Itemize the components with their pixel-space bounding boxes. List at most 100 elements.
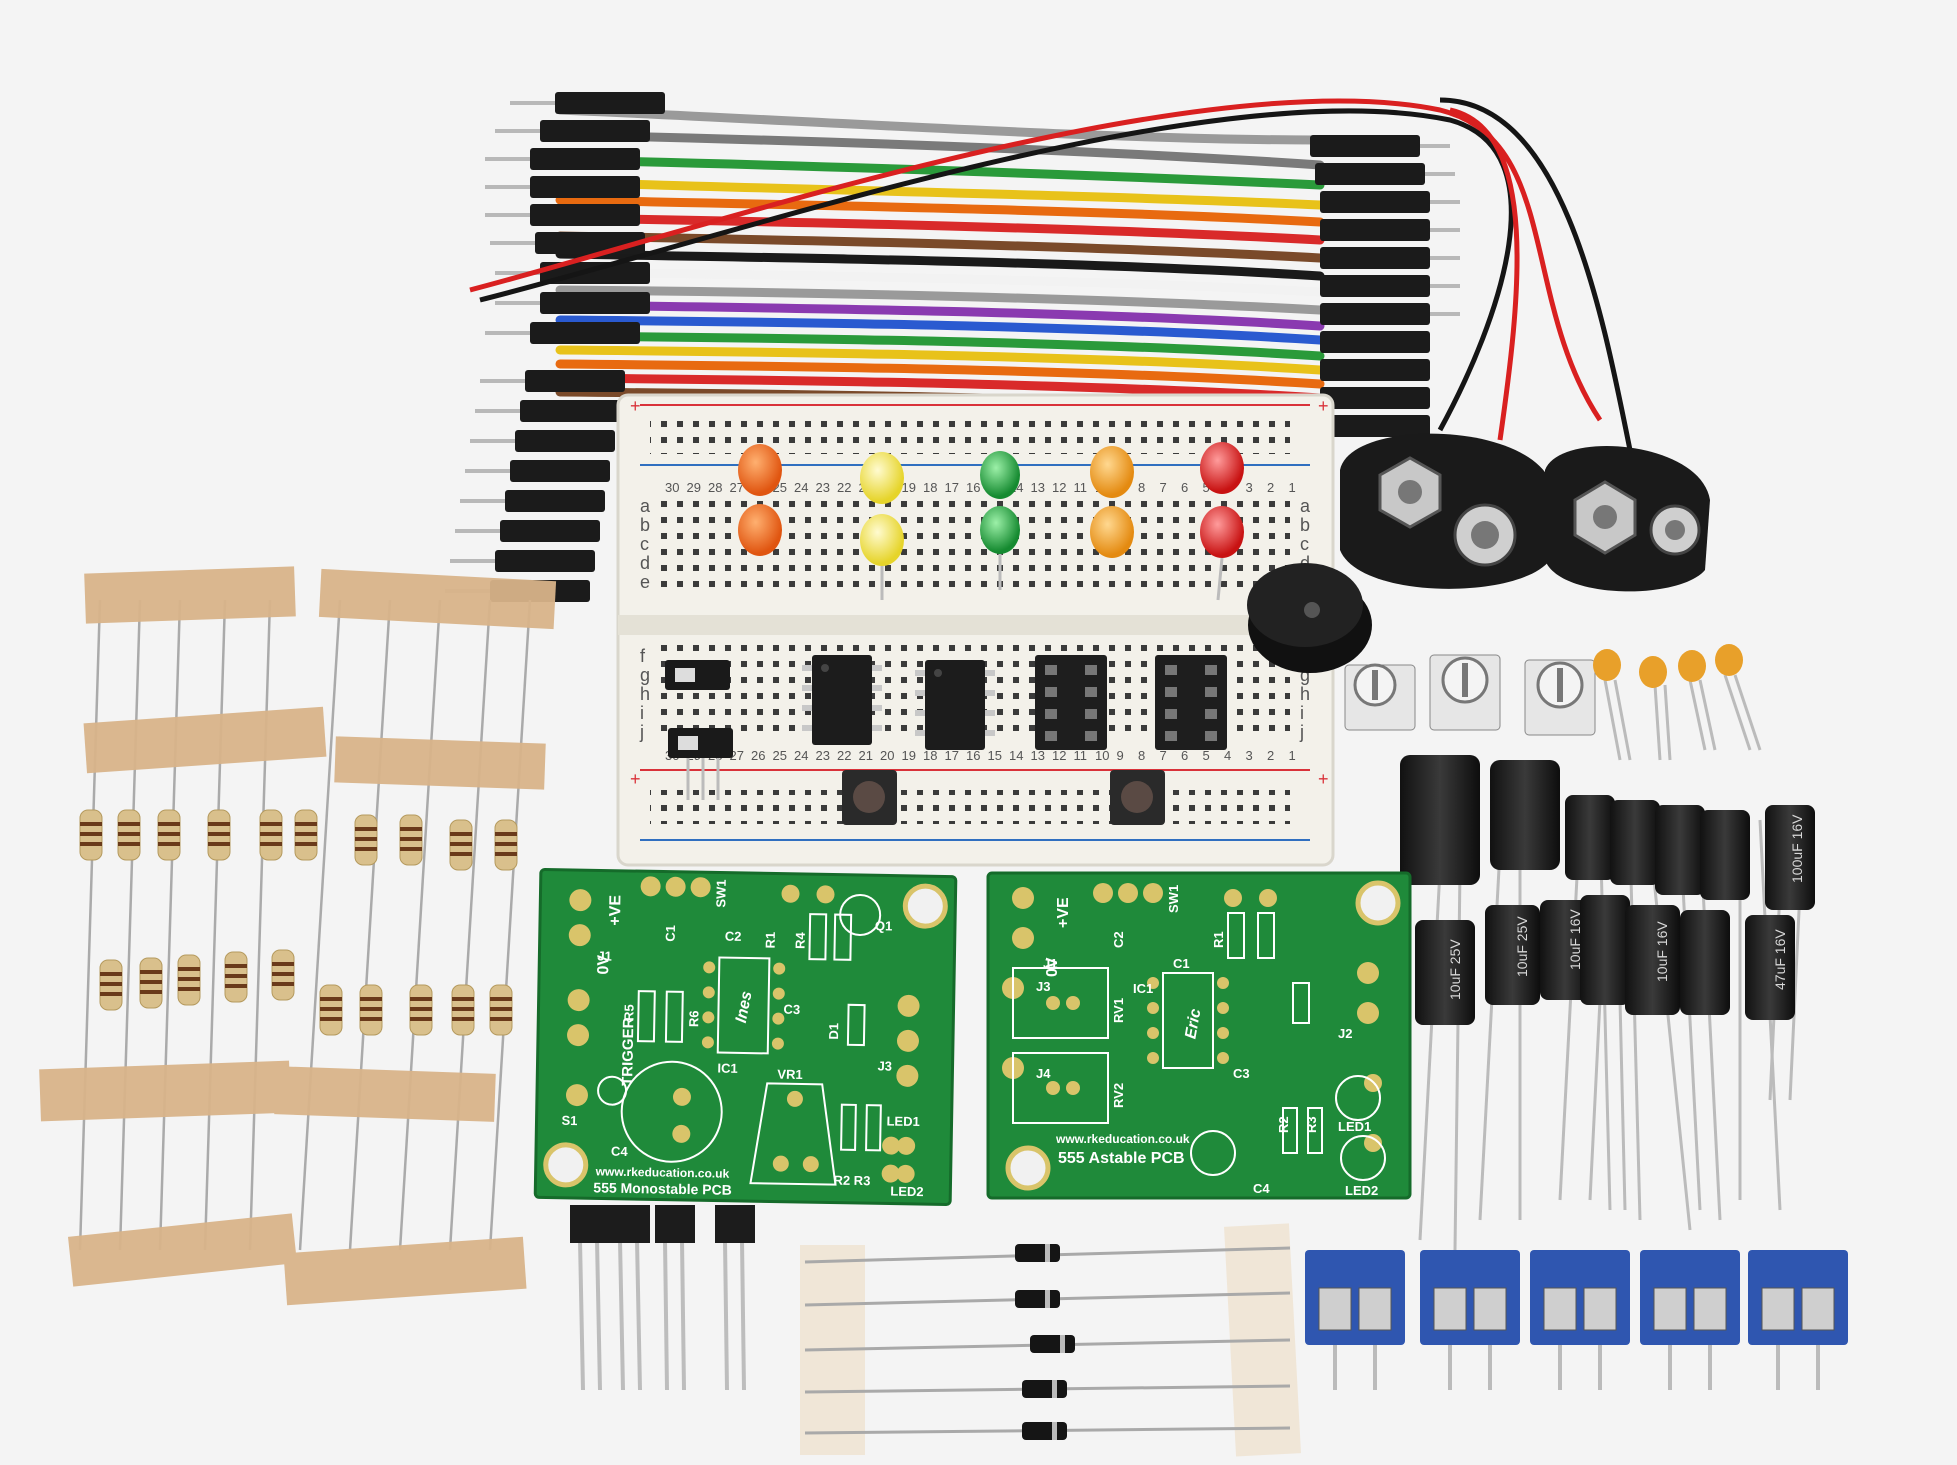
astable-url: www.rkeducation.co.uk [1055,1132,1190,1146]
battery-clip-2 [1545,446,1710,592]
breadboard-column-number: 12 [1052,748,1066,763]
breadboard-column-number: 28 [708,480,722,495]
breadboard-column-number: 29 [687,480,701,495]
trimpot-1 [1344,663,1416,731]
astable-j3-label: J3 [1036,979,1050,994]
breadboard-row-letter: b [640,515,650,535]
breadboard-column-number: 20 [880,748,894,763]
led-orange-pair [738,444,782,556]
astable-title: 555 Astable PCB [1058,1150,1185,1167]
breadboard-column-number: 2 [1267,748,1274,763]
mono-s1-label: S1 [561,1113,577,1128]
cap-marking-4: 10uF 16V [1654,921,1670,982]
ic-chip-1 [802,655,882,745]
mono-vr1-label: VR1 [777,1067,803,1082]
breadboard-column-number: 6 [1181,480,1188,495]
mono-c1-label: C1 [663,925,678,942]
ic-socket-1 [1035,655,1107,750]
pin-headers [570,1205,755,1391]
mono-r6-label: R6 [686,1010,701,1027]
astable-sw1-label: SW1 [1166,885,1181,913]
breadboard-column-number: 23 [816,748,830,763]
mono-ve-label: +VE [607,895,625,926]
mono-j3-label: J3 [877,1058,892,1073]
breadboard-column-number: 22 [837,748,851,763]
screw-terminal [1640,1250,1740,1390]
astable-r1-label: R1 [1211,931,1226,948]
breadboard-column-number: 7 [1160,480,1167,495]
mono-ic1-label: IC1 [717,1061,737,1076]
breadboard-column-number: 16 [966,748,980,763]
breadboard-row-letter: a [640,496,651,516]
trim-pots [1344,654,1596,736]
svg-text:+: + [1318,769,1329,789]
led-yellow-pair [860,452,904,600]
mono-ov-label: 0V [595,954,612,974]
battery-clip-1 [1340,433,1550,589]
breadboard-column-number: 3 [1246,748,1253,763]
ic-chip-2 [915,660,995,750]
screw-terminal [1530,1250,1630,1390]
mono-d1-label: D1 [826,1023,841,1040]
astable-c1-label: C1 [1173,956,1190,971]
mono-c2-label: C2 [725,929,742,944]
astable-c2-label: C2 [1111,931,1126,948]
breadboard-row-letter: f [640,646,646,666]
breadboard-column-number: 18 [923,480,937,495]
mono-c3-label: C3 [783,1002,800,1017]
trimpot-2 [1429,654,1501,731]
breadboard-column-number: 23 [816,480,830,495]
mono-sw1-label: SW1 [713,879,728,907]
breadboard-column-number: 3 [1246,480,1253,495]
screw-terminal [1748,1250,1848,1390]
mono-r2r3-label: R2 R3 [833,1173,870,1189]
breadboard-column-number: 19 [902,480,916,495]
breadboard-column-number: 5 [1203,748,1210,763]
breadboard-column-number: 17 [945,480,959,495]
astable-ve-label: +VE [1055,897,1072,928]
capacitor-markings: 10uF 25V 10uF 25V 10uF 16V 10uF 16V 47uF… [1447,814,1805,1000]
breadboard-column-number: 12 [1052,480,1066,495]
resistors [39,566,557,1306]
breadboard-column-number: 2 [1267,480,1274,495]
astable-led2-label: LED2 [1345,1183,1378,1198]
battery-clip-wires [469,97,1633,451]
breadboard-column-number: 30 [665,480,679,495]
breadboard-row-letter: i [640,703,644,723]
breadboard-row-letter: e [640,572,650,592]
breadboard-row-letter: j [1299,722,1304,742]
trimpot-3 [1524,659,1596,736]
mono-q1-label: Q1 [875,918,893,933]
breadboard-row-letter: h [1300,684,1310,704]
led-green-pair [980,451,1020,590]
mono-title: 555 Monostable PCB [593,1179,732,1197]
slide-switches [665,660,733,800]
breadboard-column-number: 13 [1031,748,1045,763]
svg-text:+: + [630,769,641,789]
breadboard-column-number: 4 [1224,748,1231,763]
ic-socket-2 [1155,655,1227,750]
breadboard-column-number: 27 [730,748,744,763]
breadboard-column-number: 19 [902,748,916,763]
push-buttons [842,770,1165,825]
cap-marking-6: 100uF 16V [1789,814,1805,883]
breadboard-column-number: 5 [1203,480,1210,495]
led-amber-pair [1090,446,1134,558]
cap-marking-2: 10uF 25V [1514,916,1530,977]
breadboard-row-letter: c [1300,534,1309,554]
leds [738,442,1244,601]
breadboard-column-number: 21 [859,748,873,763]
svg-text:+: + [1318,396,1329,416]
breadboard-row-letter: g [1300,665,1310,685]
astable-ov-label: 0V [1044,957,1061,977]
breadboard-column-number: 9 [1117,748,1124,763]
astable-ic1-label: IC1 [1133,981,1153,996]
breadboard-column-number: 14 [1009,748,1023,763]
breadboard-column-number: 8 [1138,748,1145,763]
breadboard-row-letter: c [640,534,649,554]
astable-r2-label: R2 [1276,1116,1291,1133]
breadboard-column-number: 10 [1095,748,1109,763]
mono-r4-label: R4 [793,931,808,949]
mono-chip-name: Ines [733,990,756,1025]
